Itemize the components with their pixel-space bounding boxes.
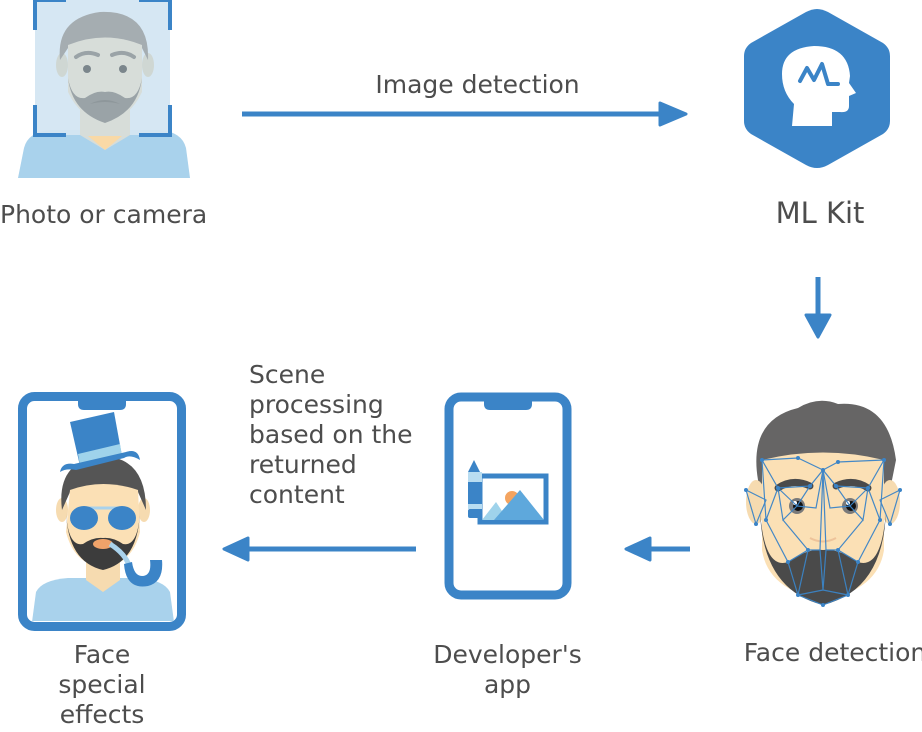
phone-face-effects-icon — [18, 392, 186, 631]
label-line: based on the — [249, 420, 413, 449]
edge-label-scene-processing: Scene processing based on the returned c… — [249, 360, 413, 510]
label-line: Face — [73, 640, 131, 669]
label-line: Scene — [249, 360, 326, 389]
node-developers-app: Developer's app — [430, 380, 600, 710]
label-line: Developer's — [433, 640, 582, 669]
label-line: processing — [249, 390, 384, 419]
arrow-left-long — [222, 536, 416, 562]
node-face-special-effects: Face special effects — [0, 380, 210, 732]
node-photo-or-camera: Photo or camera — [0, 0, 230, 240]
node-label: Developer's app — [430, 640, 585, 700]
ml-kit-head-icon — [744, 9, 890, 168]
node-ml-kit: ML Kit — [720, 0, 922, 240]
label-line: returned — [249, 450, 357, 479]
node-label: Face detection — [743, 638, 922, 667]
label-line: content — [249, 480, 345, 509]
node-label: ML Kit — [775, 196, 865, 230]
node-label: Photo or camera — [0, 200, 208, 229]
edge-label-image-detection: Image detection — [375, 70, 580, 99]
face-mesh-icon — [744, 400, 902, 607]
phone-image-edit-icon — [444, 392, 572, 600]
label-line: special — [58, 670, 146, 699]
node-label: Face special effects — [40, 640, 164, 730]
node-face-detection: Face detection — [720, 380, 922, 680]
arrow-down — [804, 277, 832, 339]
person-scan-icon — [18, 0, 190, 178]
arrow-left-short — [624, 536, 690, 562]
arrow-right — [242, 101, 688, 127]
label-line: app — [483, 670, 532, 699]
label-line: effects — [59, 700, 145, 729]
